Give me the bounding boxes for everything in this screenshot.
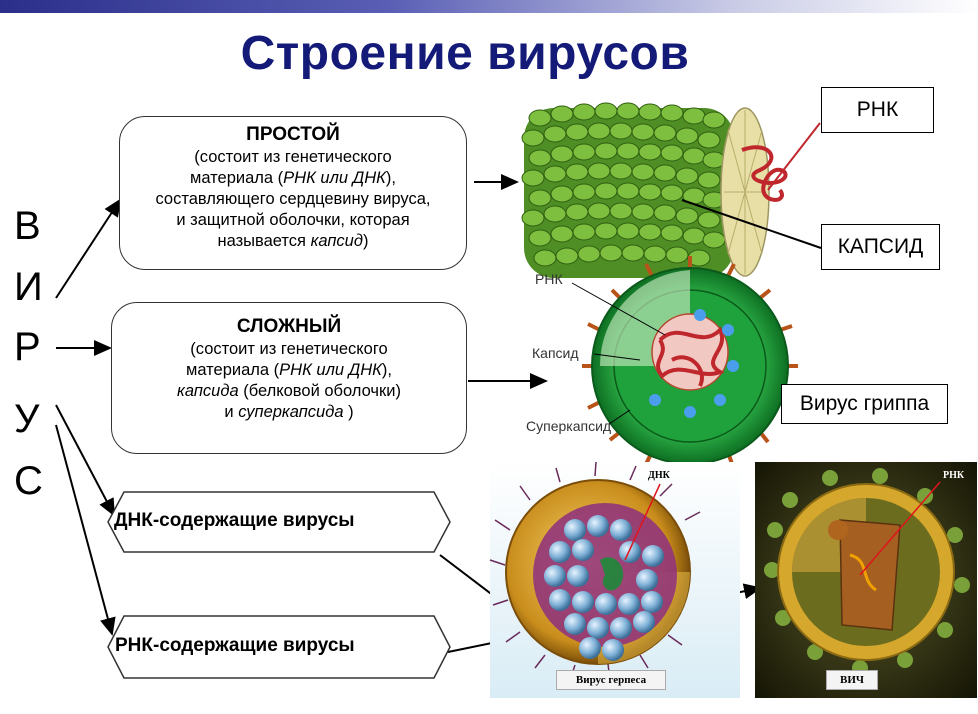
herpes-caption: Вирус герпеса bbox=[556, 670, 666, 690]
hiv-virus-photo bbox=[755, 462, 977, 698]
herpes-dna-label: ДНК bbox=[648, 470, 670, 481]
virus-letter-v: В bbox=[14, 204, 41, 248]
flu-kapsid-label: Капсид bbox=[532, 345, 579, 361]
hiv-caption: ВИЧ bbox=[826, 670, 878, 690]
simple-line-5: называется капсид) bbox=[217, 232, 369, 250]
complex-heading: СЛОЖНЫЙ bbox=[236, 316, 342, 337]
simple-heading: ПРОСТОЙ bbox=[246, 124, 340, 145]
tobacco-mosaic-capsid-image bbox=[521, 102, 788, 278]
top-gradient-bar bbox=[0, 0, 978, 13]
page-title: Строение вирусов bbox=[240, 27, 690, 80]
flu-superkapsid-label: Суперкапсид bbox=[526, 418, 612, 434]
complex-line-3: капсида (белковой оболочки) bbox=[177, 382, 401, 400]
complex-line-4: и суперкапсида ) bbox=[224, 403, 354, 421]
virus-letter-r: Р bbox=[14, 325, 41, 369]
influenza-virus-image bbox=[571, 256, 798, 472]
hiv-rnk-label: РНК bbox=[943, 470, 965, 481]
rnk-label-box: РНК bbox=[821, 87, 934, 133]
rnk-pointer-line bbox=[767, 122, 821, 191]
simple-line-3: составляющего сердцевину вируса, bbox=[155, 190, 431, 208]
simple-line-4: и защитной оболочки, которая bbox=[176, 211, 410, 229]
simple-line-1: (состоит из генетического bbox=[194, 148, 392, 166]
dna-viruses-label: ДНК-содержащие вирусы bbox=[114, 510, 355, 531]
virus-letter-u: У bbox=[14, 397, 40, 441]
virus-letter-i: И bbox=[14, 265, 43, 309]
flu-rnk-label: РНК bbox=[535, 271, 563, 287]
complex-virus-box: СЛОЖНЫЙ (состоит из генетического матери… bbox=[111, 302, 467, 454]
kapsid-pointer-line bbox=[681, 199, 822, 249]
kapsid-label-box: КАПСИД bbox=[821, 224, 940, 270]
complex-line-2: материала (РНК или ДНК), bbox=[186, 361, 392, 379]
arrow-to-rna-viruses bbox=[55, 424, 116, 636]
herpes-virus-photo bbox=[489, 461, 740, 698]
rna-viruses-label: РНК-содержащие вирусы bbox=[115, 635, 355, 656]
arrow-to-simple bbox=[55, 198, 122, 299]
arrow-to-dna-viruses bbox=[55, 404, 115, 517]
simple-line-2: материала (РНК или ДНК), bbox=[190, 169, 396, 187]
flu-label-box: Вирус гриппа bbox=[781, 384, 948, 424]
simple-virus-box: ПРОСТОЙ (состоит из генетического матери… bbox=[119, 116, 467, 270]
complex-line-1: (состоит из генетического bbox=[190, 340, 388, 358]
virus-letter-s: С bbox=[14, 459, 43, 503]
